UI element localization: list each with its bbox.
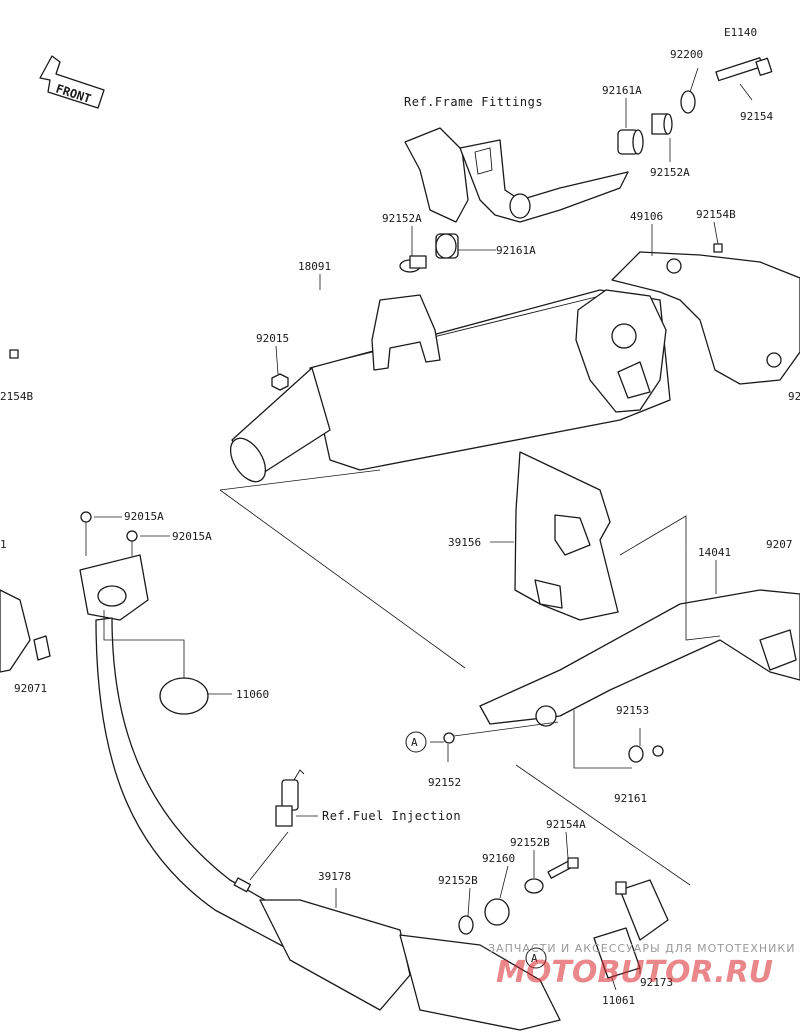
callout-18091: 18091 (298, 260, 331, 273)
callout-14041: 14041 (698, 546, 731, 559)
oxygen-sensor (275, 769, 305, 827)
bolt-92154B-right (713, 243, 723, 253)
callout-92160: 92160 (482, 852, 515, 865)
bracket-49106 (611, 251, 800, 385)
callout-92161A-mid: 92161A (496, 244, 536, 257)
ref-fuel-injection: Ref.Fuel Injection (322, 809, 461, 823)
exhaust-pipe-39178 (79, 511, 561, 1031)
callout-92152A-left: 92152A (382, 212, 422, 225)
frame-fitting-bracket (404, 127, 629, 223)
callout-92173: 92173 (640, 976, 673, 989)
washer-92200 (680, 90, 696, 114)
watermark-tagline: ЗАПЧАСТИ И АКСЕССУАРЫ ДЛЯ МОТОТЕХНИКИ (488, 942, 795, 955)
diagram-code: E1140 (724, 26, 757, 39)
muffler-partial-left (0, 589, 51, 673)
nut-92015 (271, 373, 289, 391)
callout-92161A-top: 92161A (602, 84, 642, 97)
collar-92152A-top (651, 113, 673, 135)
callout-11061: 11061 (602, 994, 635, 1007)
muffler-18091 (229, 289, 671, 483)
heat-guard-39156 (514, 451, 619, 621)
callout-92-right: 92 (788, 390, 800, 403)
gasket-11060 (159, 677, 209, 715)
callout-92152A-top: 92152A (650, 166, 690, 179)
bolt-92154A (547, 857, 579, 879)
collar-92152A-left (399, 255, 427, 273)
marker-a-2: A (525, 947, 547, 969)
callout-92152: 92152 (428, 776, 461, 789)
callout-92015A-1: 92015A (124, 510, 164, 523)
callout-2154B-left: 2154B (0, 390, 33, 403)
bolt-2154B-left (9, 349, 19, 359)
grommet-92161A-mid (435, 233, 459, 259)
callout-92154A: 92154A (546, 818, 586, 831)
collar-92152B-a (524, 878, 544, 894)
callout-1-left: 1 (0, 538, 7, 551)
callout-92154B-right: 92154B (696, 208, 736, 221)
marker-a-1: A (405, 731, 427, 753)
collar-92152 (443, 732, 455, 744)
muffler-cover-14041 (479, 589, 800, 727)
callout-39178: 39178 (318, 870, 351, 883)
callout-92015: 92015 (256, 332, 289, 345)
callout-92015A-2: 92015A (172, 530, 212, 543)
svg-text:A: A (411, 736, 418, 749)
clamp-92173 (615, 879, 669, 941)
callout-92200: 92200 (670, 48, 703, 61)
callout-92152B-b: 92152B (438, 874, 478, 887)
callout-11060: 11060 (236, 688, 269, 701)
callout-92154-top: 92154 (740, 110, 773, 123)
grommet-92161A-top (617, 129, 644, 155)
grommet-92161 (628, 745, 644, 763)
svg-text:A: A (531, 952, 538, 965)
callout-92161: 92161 (614, 792, 647, 805)
callout-9207-right: 9207 (766, 538, 793, 551)
callout-92152B-a: 92152B (510, 836, 550, 849)
ref-frame-fittings: Ref.Frame Fittings (404, 95, 543, 109)
watermark-logo: MOTOBUTOR.RU (496, 955, 773, 990)
collar-92152B-b (458, 915, 474, 935)
front-arrow-icon: FRONT (39, 55, 105, 109)
callout-49106: 49106 (630, 210, 663, 223)
bolt-92154-top (715, 57, 773, 82)
callout-92153: 92153 (616, 704, 649, 717)
callout-92071: 92071 (14, 682, 47, 695)
callout-39156: 39156 (448, 536, 481, 549)
grommet-92160 (484, 898, 510, 926)
bolt-92153 (652, 745, 664, 757)
